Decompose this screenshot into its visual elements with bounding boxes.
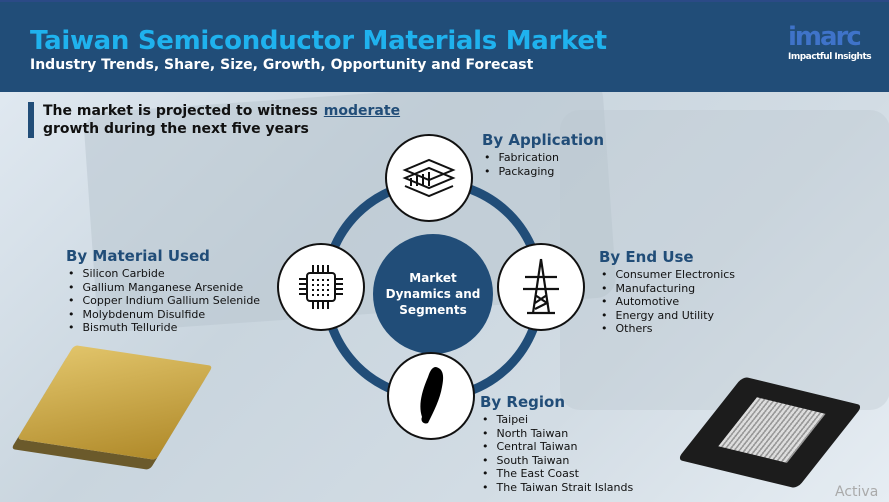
list-item: Automotive — [599, 295, 735, 309]
imarc-logo: imarc Impactful Insights — [788, 22, 872, 62]
page-title: Taiwan Semiconductor Materials Market — [30, 26, 607, 56]
page-subtitle: Industry Trends, Share, Size, Growth, Op… — [30, 57, 534, 73]
list-item: The East Coast — [480, 467, 633, 481]
list-item: The Taiwan Strait Islands — [480, 481, 634, 495]
region-node — [387, 352, 475, 440]
list-item: Manufacturing — [599, 282, 735, 296]
list-item: Bismuth Telluride — [66, 321, 260, 335]
list-item: Gallium Manganese Arsenide — [66, 281, 260, 295]
segment-title: By Application — [482, 131, 605, 149]
projection-callout: The market is projected to witness modera… — [28, 102, 400, 138]
list-item: North Taiwan — [480, 427, 633, 441]
end-use-node — [497, 243, 585, 331]
logo-tagline: Impactful Insights — [788, 52, 872, 62]
center-label: Market Dynamics and Segments — [385, 271, 481, 317]
list-item: Silicon Carbide — [66, 267, 260, 281]
list-item: Others — [599, 322, 735, 336]
list-item: Central Taiwan — [480, 440, 633, 454]
segment-title: By Region — [480, 393, 566, 411]
projection-highlight: moderate — [323, 103, 401, 119]
list-item: Taipei — [480, 413, 633, 427]
material-node — [277, 243, 365, 331]
wafer-layers-icon — [402, 158, 456, 198]
power-tower-icon — [523, 258, 559, 315]
list-item: Fabrication — [482, 151, 604, 165]
list-item: Consumer Electronics — [599, 268, 736, 282]
projection-text: The market is projected to witness — [43, 103, 318, 119]
header: Taiwan Semiconductor Materials Market In… — [0, 0, 889, 92]
segment-material: By Material Used Silicon CarbideGallium … — [66, 247, 260, 335]
logo-text: imarc — [788, 22, 862, 52]
segment-title: By Material Used — [66, 247, 210, 265]
list-item: Copper Indium Gallium Selenide — [66, 294, 261, 308]
background-shape — [560, 110, 889, 410]
segment-region: By Region TaipeiNorth TaiwanCentral Taiw… — [480, 393, 633, 494]
taiwan-map-icon — [420, 367, 444, 424]
application-node — [385, 134, 473, 222]
list-item: Energy and Utility — [599, 309, 735, 323]
activation-watermark: Activa — [835, 484, 879, 500]
segment-end-use: By End Use Consumer ElectronicsManufactu… — [599, 248, 735, 336]
projection-text-2: growth during the next five years — [43, 121, 309, 137]
segment-title: By End Use — [599, 248, 694, 266]
cpu-chip-image — [17, 345, 213, 460]
center-circle: Market Dynamics and Segments — [373, 234, 493, 354]
list-item: Packaging — [482, 165, 604, 179]
segment-application: By Application FabricationPackaging — [482, 131, 604, 178]
chip-icon — [299, 265, 343, 309]
list-item: Molybdenum Disulfide — [66, 308, 260, 322]
list-item: South Taiwan — [480, 454, 633, 468]
